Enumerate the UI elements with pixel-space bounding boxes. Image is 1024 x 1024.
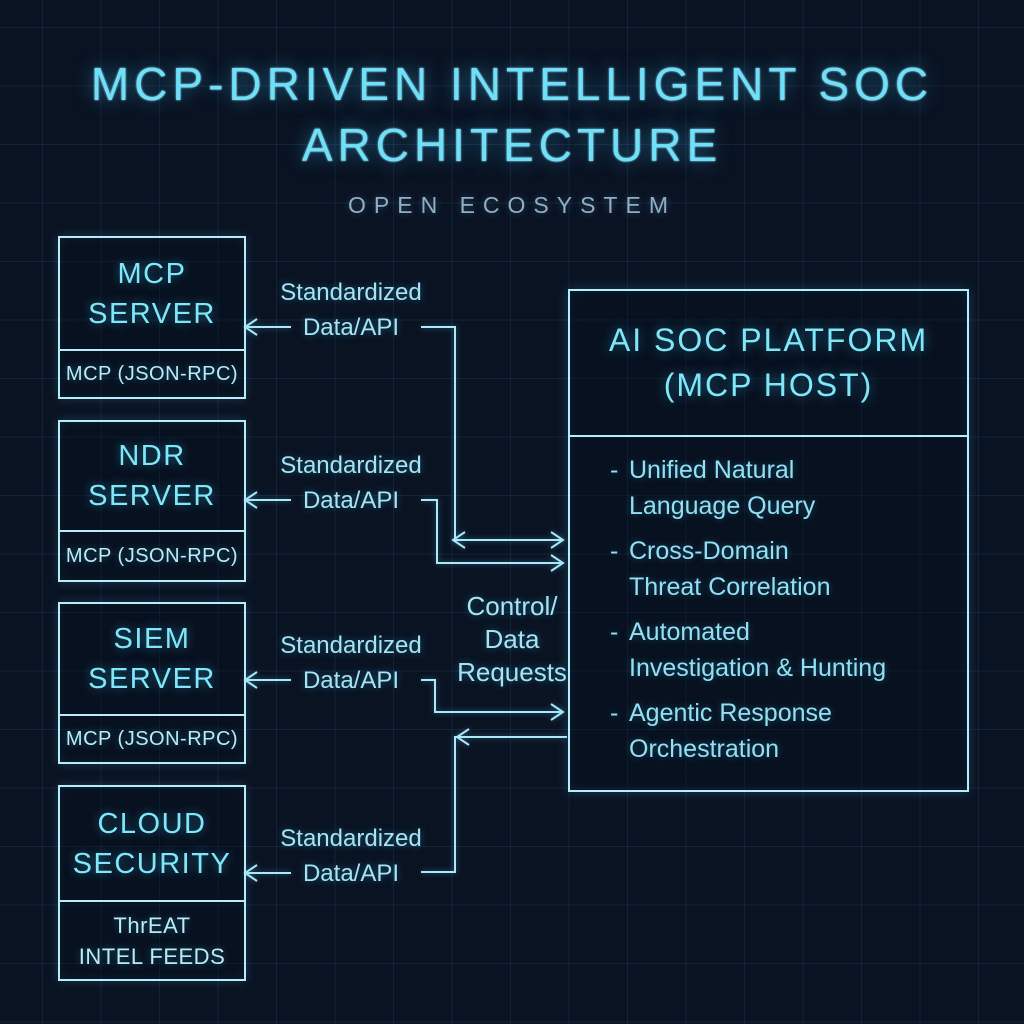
capability-line: Orchestration [629, 735, 780, 763]
server-title-line: NDR [118, 440, 186, 472]
capability-line: Unified Natural [629, 456, 795, 484]
capability-threat-correlation: - Cross-Domain Threat Correlation [610, 533, 953, 605]
connection-label-line: Standardized [280, 632, 422, 659]
page-title-line2: ARCHITECTURE [301, 119, 723, 171]
capability-line: Investigation & Hunting [629, 654, 887, 682]
center-label-line: Requests [457, 657, 567, 687]
standardized-data-api-label-4: Standardized Data/API [261, 821, 441, 891]
ndr-server-protocol: MCP (JSON-RPC) [60, 530, 244, 580]
capability-line: Agentic Response [629, 699, 832, 727]
diagram-subtitle: OPEN ECOSYSTEM [348, 192, 676, 218]
mcp-server-protocol: MCP (JSON-RPC) [60, 349, 244, 397]
center-label-line: Data [484, 624, 540, 654]
cloud-security-box: CLOUD SECURITY ThrEAT INTEL FEEDS [58, 785, 246, 981]
standardized-data-api-label-2: Standardized Data/API [261, 448, 441, 518]
server-title-line: SERVER [88, 480, 216, 512]
server-title-line: SIEM [113, 623, 191, 655]
bullet-dash-icon: - [610, 699, 619, 727]
ai-soc-platform-box: AI SOC PLATFORM (MCP HOST) - Unified Nat… [568, 289, 969, 792]
capability-text: Unified Natural Language Query [629, 452, 815, 524]
page-title-line1: MCP-DRIVEN INTELLIGENT SOC [90, 58, 934, 110]
bullet-dash-icon: - [610, 537, 619, 565]
platform-capability-list: - Unified Natural Language Query - Cross… [570, 437, 967, 776]
connection-label-line: Standardized [280, 825, 422, 852]
ai-soc-platform-title: AI SOC PLATFORM (MCP HOST) [570, 291, 967, 437]
server-title-line: SECURITY [72, 847, 232, 880]
platform-title-line: (MCP HOST) [663, 367, 874, 403]
server-title-line: SERVER [88, 663, 216, 695]
siem-server-box: SIEM SERVER MCP (JSON-RPC) [58, 602, 246, 764]
standardized-data-api-label-1: Standardized Data/API [261, 275, 441, 345]
cloud-security-feeds: ThrEAT INTEL FEEDS [60, 900, 244, 979]
page-title: MCP-DRIVEN INTELLIGENT SOC ARCHITECTURE [0, 54, 1024, 176]
capability-line: Threat Correlation [629, 573, 831, 601]
capability-line: Cross-Domain [629, 537, 789, 565]
connection-label-line: Standardized [280, 452, 422, 479]
server-footer-line: MCP (JSON-RPC) [65, 363, 239, 385]
server-footer-line: MCP (JSON-RPC) [65, 728, 239, 750]
bullet-dash-icon: - [610, 456, 619, 484]
capability-line: Automated [629, 618, 750, 646]
capability-text: Automated Investigation & Hunting [629, 614, 886, 686]
connection-label-line: Standardized [280, 279, 422, 306]
siem-server-protocol: MCP (JSON-RPC) [60, 714, 244, 762]
capability-text: Cross-Domain Threat Correlation [629, 533, 830, 605]
siem-server-title: SIEM SERVER [60, 604, 244, 714]
platform-title-line: AI SOC PLATFORM [608, 322, 929, 358]
server-title-line: SERVER [88, 297, 216, 330]
capability-unified-query: - Unified Natural Language Query [610, 452, 953, 524]
capability-line: Language Query [629, 492, 816, 520]
ndr-server-box: NDR SERVER MCP (JSON-RPC) [58, 420, 246, 582]
standardized-data-api-label-3: Standardized Data/API [261, 628, 441, 698]
mcp-server-box: MCP SERVER MCP (JSON-RPC) [58, 236, 246, 399]
capability-automated-investigation: - Automated Investigation & Hunting [610, 614, 953, 686]
center-label-line: Control/ [466, 591, 558, 621]
control-data-requests-label: Control/ Data Requests [428, 590, 596, 689]
mcp-server-title: MCP SERVER [60, 238, 244, 349]
server-footer-line: MCP (JSON-RPC) [65, 545, 239, 567]
bullet-dash-icon: - [610, 618, 619, 646]
server-title-line: MCP [117, 257, 187, 290]
ndr-server-title: NDR SERVER [60, 422, 244, 530]
connection-label-line: Data/API [302, 314, 400, 341]
capability-agentic-response: - Agentic Response Orchestration [610, 695, 953, 767]
connection-label-line: Data/API [302, 860, 400, 887]
capability-text: Agentic Response Orchestration [629, 695, 832, 767]
server-title-line: CLOUD [97, 807, 207, 840]
cloud-security-title: CLOUD SECURITY [60, 787, 244, 900]
connection-label-line: Data/API [302, 487, 400, 514]
connection-label-line: Data/API [302, 667, 400, 694]
server-footer-line: ThrEAT [113, 912, 191, 938]
server-footer-line: INTEL FEEDS [78, 943, 226, 969]
